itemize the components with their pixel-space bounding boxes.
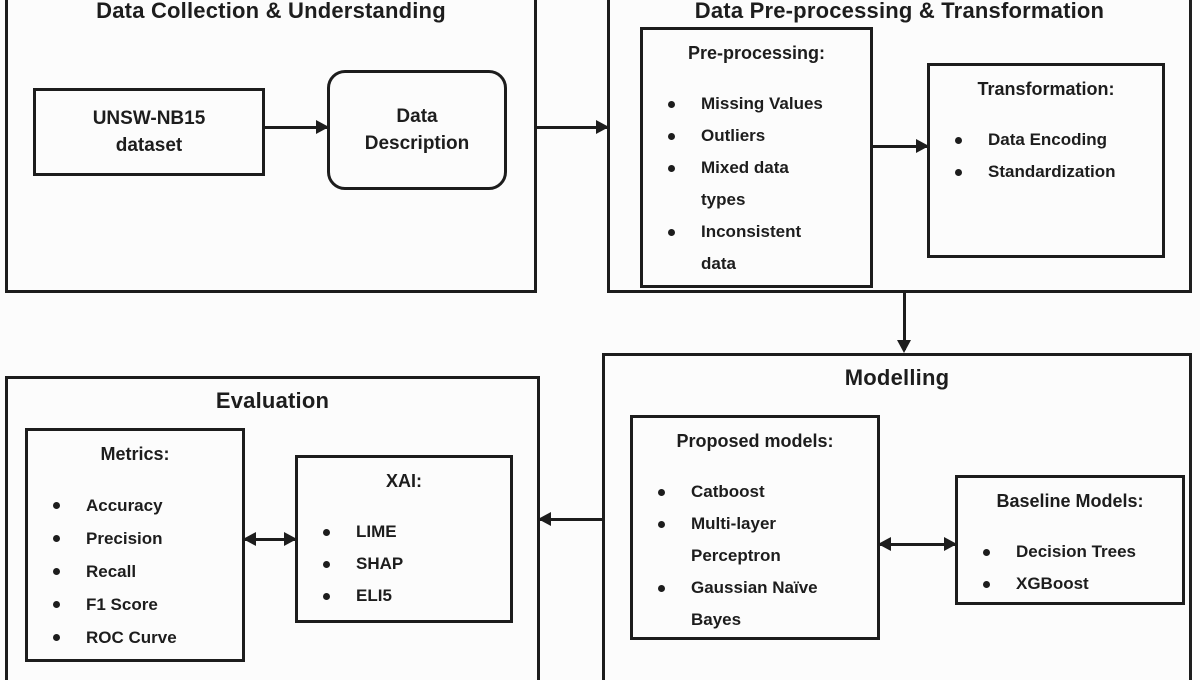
- arrow-preprocessing-to-modelling-icon: [897, 293, 911, 353]
- bullet-item: XGBoost: [958, 568, 1182, 600]
- bullet-item: Standardization: [930, 156, 1162, 188]
- section-title-evaluation: Evaluation: [215, 388, 330, 413]
- bullet-item: Decision Trees: [958, 536, 1182, 568]
- bullet-item: Gaussian Naïve Bayes: [633, 572, 847, 636]
- arrow-proposed-baseline-bidirectional-icon: [878, 537, 957, 551]
- metrics-heading: Metrics:: [100, 444, 170, 464]
- bullet-item: Missing Values: [643, 88, 835, 120]
- section-data-collection: Data Collection & Understanding UNSW-NB1…: [5, 0, 537, 293]
- arrow-dataset-to-description-icon: [265, 120, 329, 134]
- bullet-item: Recall: [28, 555, 242, 588]
- bullet-item: SHAP: [298, 548, 510, 580]
- bullet-item: Precision: [28, 522, 242, 555]
- section-preprocessing-transformation: Data Pre-processing & Transformation Pre…: [607, 0, 1192, 293]
- bullet-item: F1 Score: [28, 588, 242, 621]
- node-label-lines: UNSW-NB15 dataset: [93, 105, 206, 159]
- pre-processing-heading: Pre-processing:: [687, 43, 826, 63]
- baseline-models-heading: Baseline Models:: [996, 491, 1144, 511]
- transformation-heading: Transformation:: [977, 79, 1115, 99]
- bullet-item: Multi-layer Perceptron: [633, 508, 847, 572]
- bullet-item: Data Encoding: [930, 124, 1162, 156]
- label-line: dataset: [115, 135, 183, 156]
- bullet-item: Accuracy: [28, 489, 242, 522]
- arrow-modelling-to-evaluation-icon: [538, 512, 602, 526]
- label-line: UNSW-NB15: [92, 108, 206, 129]
- bullet-item: Mixed data types: [643, 152, 835, 216]
- arrow-collection-to-preprocessing-icon: [537, 120, 609, 134]
- bullet-item: LIME: [298, 516, 510, 548]
- section-title-modelling: Modelling: [844, 365, 950, 390]
- proposed-models-heading: Proposed models:: [676, 431, 834, 451]
- bullet-item: Outliers: [643, 120, 835, 152]
- label-line: Data: [396, 106, 438, 127]
- xai-heading: XAI:: [386, 471, 422, 491]
- bullet-item: Inconsistent data: [643, 216, 835, 280]
- bullet-item: ELI5: [298, 580, 510, 612]
- node-unsw-nb15-dataset: UNSW-NB15 dataset: [33, 88, 265, 176]
- bullet-item: Catboost: [633, 476, 847, 508]
- arrow-metrics-xai-bidirectional-icon: [243, 532, 297, 546]
- bullet-item: ROC Curve: [28, 621, 242, 654]
- label-line: Description: [364, 133, 470, 154]
- arrow-preprocessing-to-transformation-icon: [873, 139, 929, 153]
- section-title-preprocessing: Data Pre-processing & Transformation: [694, 0, 1105, 23]
- section-title-data-collection: Data Collection & Understanding: [96, 0, 446, 23]
